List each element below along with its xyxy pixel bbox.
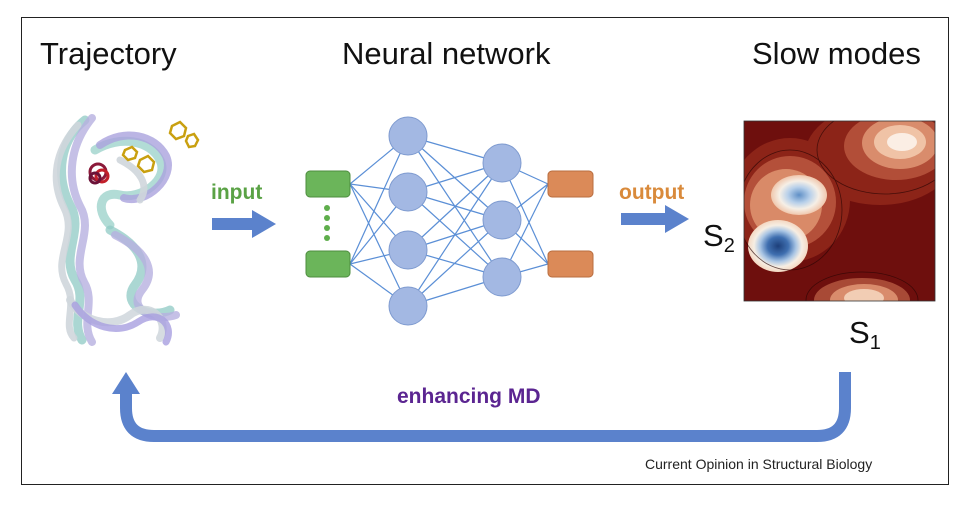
s2-main: S	[703, 218, 724, 253]
input-arrow	[212, 210, 276, 238]
hidden-layer-2	[482, 143, 522, 297]
hidden-node	[482, 143, 522, 183]
s2-sub: 2	[723, 235, 735, 257]
enhancing-feedback-arrow	[112, 372, 851, 442]
network-edge	[407, 162, 503, 251]
s1-axis-label: S1	[849, 315, 881, 355]
ellipsis-dot	[324, 235, 330, 241]
network-edge	[407, 219, 503, 307]
ellipsis-dot	[324, 205, 330, 211]
input-label: input	[211, 181, 263, 204]
s1-sub: 1	[869, 332, 881, 354]
hidden-node	[482, 257, 522, 297]
s2-axis-label: S2	[703, 218, 735, 258]
heatmap-border	[743, 120, 936, 302]
s1-main: S	[849, 315, 870, 350]
hidden-layer-1	[388, 116, 428, 326]
ellipsis-dot	[324, 215, 330, 221]
hidden-node	[388, 172, 428, 212]
output-layer	[547, 170, 594, 278]
network-edge	[407, 162, 503, 307]
hidden-node	[388, 230, 428, 270]
output-node	[547, 170, 594, 198]
input-node	[305, 170, 351, 198]
hidden-node	[388, 116, 428, 156]
neural-network-title: Neural network	[342, 36, 551, 71]
enhancing-md-label: enhancing MD	[397, 385, 541, 408]
ellipsis-dot	[324, 225, 330, 231]
protein-structure-icon	[52, 114, 200, 346]
output-arrow	[621, 205, 689, 233]
output-label: output	[619, 181, 685, 204]
free-energy-landscape-heatmap	[744, 121, 935, 301]
network-edge	[349, 183, 409, 307]
slow-modes-title: Slow modes	[752, 36, 921, 71]
trajectory-title: Trajectory	[40, 36, 177, 71]
hidden-node	[388, 286, 428, 326]
output-node	[547, 250, 594, 278]
input-layer	[305, 170, 351, 278]
journal-credit: Current Opinion in Structural Biology	[645, 456, 873, 472]
network-edge	[349, 135, 409, 265]
network-edges	[349, 135, 549, 307]
input-node	[305, 250, 351, 278]
hidden-node	[482, 200, 522, 240]
